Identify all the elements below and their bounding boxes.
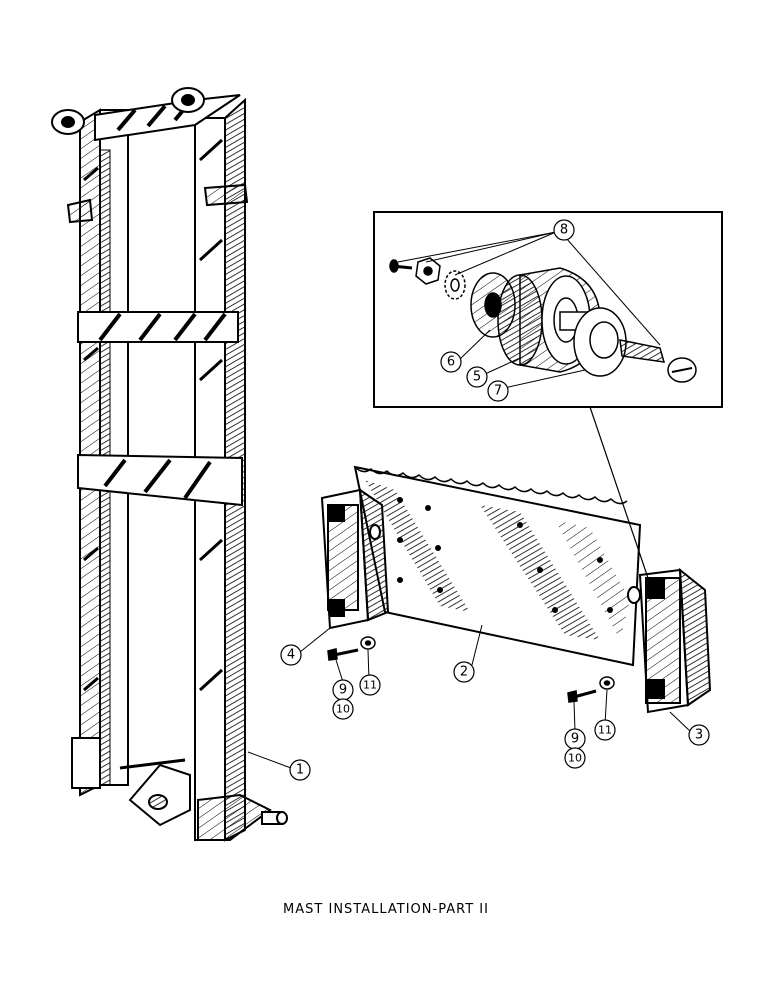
left-roller-bracket [320,488,390,630]
callout-1: 1 [289,759,311,781]
svg-text:11: 11 [363,679,377,692]
callout-9-left: 9 [332,679,354,701]
callout-5: 5 [466,366,488,388]
svg-text:10: 10 [336,703,350,716]
svg-text:5: 5 [473,370,481,385]
callout-11-left: 11 [359,674,381,696]
callout-2: 2 [453,661,475,683]
callout-11-right: 11 [594,719,616,741]
carriage-plate [353,465,642,667]
right-bolt-set [567,676,615,703]
svg-text:7: 7 [494,384,502,399]
svg-text:10: 10 [568,752,582,765]
svg-text:9: 9 [339,683,347,698]
svg-text:6: 6 [447,355,455,370]
svg-text:2: 2 [460,665,468,680]
roller-detail-inset [373,211,723,579]
callout-4: 4 [280,644,302,666]
callout-10-right: 10 [564,747,586,769]
left-bolt-set [327,636,376,661]
callout-9-right: 9 [564,728,586,750]
callout-6: 6 [440,351,462,373]
callout-8: 8 [553,219,575,241]
svg-text:1: 1 [296,763,304,778]
figure-caption: MAST INSTALLATION-PART II [283,902,489,917]
right-roller-bracket [627,567,712,714]
svg-text:8: 8 [560,223,568,238]
leader-lines [247,329,693,769]
svg-text:3: 3 [695,728,703,743]
callout-7: 7 [487,380,509,402]
callout-3: 3 [688,724,710,746]
svg-text:9: 9 [571,732,579,747]
svg-text:4: 4 [287,648,295,663]
mast-assembly [51,87,288,842]
callout-10-left: 10 [332,698,354,720]
svg-text:11: 11 [598,724,612,737]
